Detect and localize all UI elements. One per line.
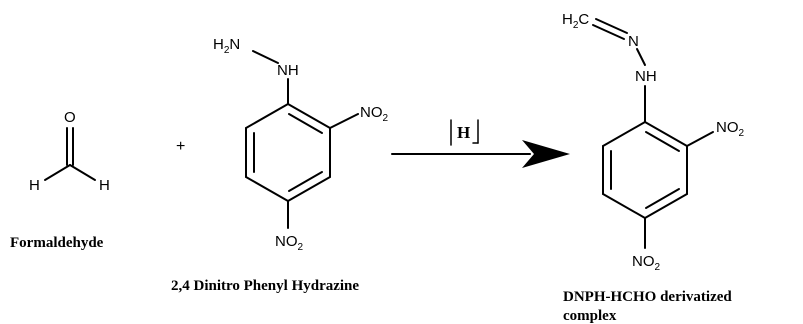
ring-bond-3 <box>287 176 331 202</box>
product-caption-line2: complex <box>563 308 617 324</box>
hydrogen-atom-right: H <box>99 177 110 194</box>
hydrogen-atom-left: H <box>29 177 40 194</box>
nitro-bottom-label: NO2 <box>275 233 304 253</box>
product-ring-bond-1 <box>644 121 688 147</box>
product-ring-bond-6 <box>602 121 646 147</box>
ch-bond-right <box>69 164 96 181</box>
product-ring-double-1 <box>645 131 680 152</box>
dnph-structure: H2N NH NO2 NO2 <box>213 36 389 253</box>
imine-n-label: N <box>628 33 639 50</box>
product-nitro-bottom-label: NO2 <box>632 253 661 273</box>
ring-bond-1 <box>287 103 331 129</box>
methylene-label: H2C <box>562 11 589 31</box>
cn-double-bond-a <box>595 18 628 34</box>
product-structure: H2C N NH NO2 NO2 <box>562 11 745 273</box>
product-nitro-bond-right <box>686 131 714 147</box>
ring-bond-4 <box>245 176 289 202</box>
product-caption-line1: DNPH-HCHO derivatized <box>563 289 732 305</box>
product-nh-label: NH <box>635 68 657 85</box>
ring-bond-6 <box>245 103 289 129</box>
reaction-arrow <box>391 140 570 168</box>
ring-double-bond-1 <box>288 113 323 134</box>
arrow-head <box>522 140 570 168</box>
oxygen-atom: O <box>64 109 76 126</box>
dnph-caption: 2,4 Dinitro Phenyl Hydrazine <box>171 278 359 294</box>
reduction-label: H <box>457 123 470 142</box>
formaldehyde-caption: Formaldehyde <box>10 235 104 251</box>
product-nn-bond <box>636 48 646 66</box>
nitro-bond-right <box>329 113 359 129</box>
product-ring-bond-3 <box>644 193 688 219</box>
formaldehyde-structure: O H H <box>29 109 110 194</box>
nitro-right-label: NO2 <box>360 104 389 124</box>
product-ring-double-2 <box>645 188 680 209</box>
cn-double-bond-b <box>592 24 625 40</box>
ring-double-bond-2 <box>288 171 323 192</box>
reaction-condition: H <box>450 119 479 146</box>
product-nitro-right-label: NO2 <box>716 119 745 139</box>
ch-bond-left <box>44 164 71 181</box>
plus-sign: + <box>176 138 185 155</box>
product-ring-bond-4 <box>602 193 646 219</box>
imine-nh-label: NH <box>277 62 299 79</box>
hydrazine-nn-bond <box>252 50 279 64</box>
amine-label: H2N <box>213 36 240 56</box>
